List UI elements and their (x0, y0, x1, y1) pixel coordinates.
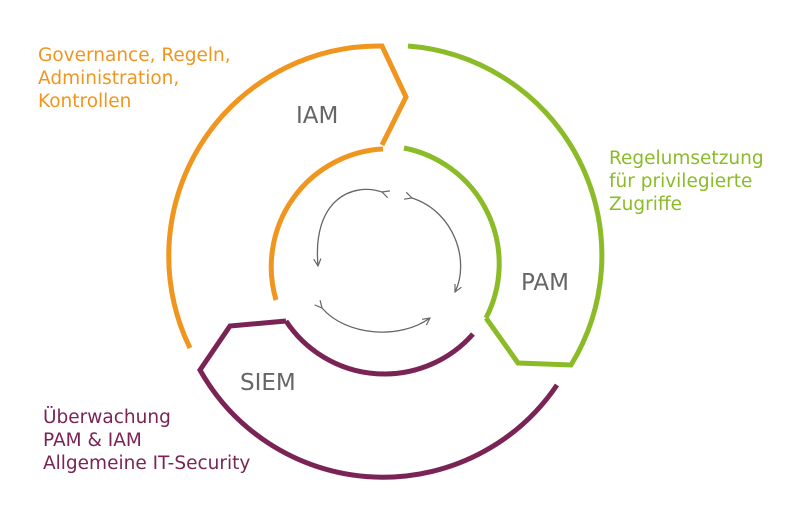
iam-outer-arc (166, 43, 409, 350)
pam-annotation: Regelumsetzung für privilegierte Zugriff… (609, 147, 764, 216)
iam-annotation: Governance, Regeln, Administration, Kont… (38, 44, 231, 113)
siem-annotation: Überwachung PAM & IAM Allgemeine IT-Secu… (43, 406, 250, 475)
siem-label: SIEM (240, 370, 296, 396)
pam-annotation-line: Regelumsetzung (609, 148, 764, 169)
cycle-arrow-bottom (322, 308, 430, 333)
siem-annotation-line: Allgemeine IT-Security (43, 453, 251, 474)
iam-annotation-line: Administration, (38, 68, 180, 89)
pam-annotation-line: Zugriffe (609, 194, 683, 215)
siem-inner-arc (283, 319, 475, 377)
pam-inner-arc (403, 145, 502, 320)
cycle-arrow-right (412, 198, 461, 292)
cycle-arrow-top (317, 188, 382, 266)
siem-annotation-line: PAM & IAM (43, 430, 142, 451)
iam-inner-arc (268, 146, 384, 301)
siem-annotation-line: Überwachung (43, 407, 171, 428)
iam-annotation-line: Governance, Regeln, (38, 45, 231, 66)
siem-outer-arc (197, 318, 560, 480)
pam-annotation-line: für privilegierte (609, 171, 753, 192)
iam-label: IAM (296, 103, 339, 129)
pam-outer-arc (407, 43, 605, 368)
pam-label: PAM (521, 270, 569, 296)
iam-annotation-line: Kontrollen (38, 91, 132, 112)
